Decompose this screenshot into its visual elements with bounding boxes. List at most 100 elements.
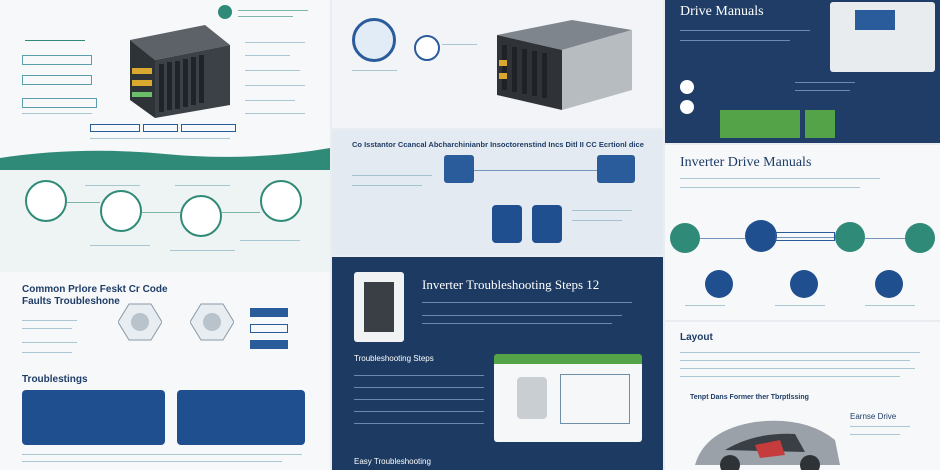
- panel-drive-manuals: Drive Manuals: [665, 0, 940, 143]
- text-line: [245, 100, 295, 101]
- module-box: [532, 205, 562, 243]
- text-line: [680, 178, 880, 179]
- fault-tag: [250, 340, 288, 349]
- label-chip: [143, 124, 178, 132]
- flow-node: [835, 222, 865, 252]
- text-line: [354, 423, 484, 424]
- label-chip: [181, 124, 236, 132]
- header-line: [238, 16, 293, 17]
- text-line: [572, 210, 632, 211]
- panel-mid-top: [332, 0, 663, 128]
- text-line: [85, 185, 140, 186]
- text-line: [245, 42, 305, 43]
- text-line: [680, 40, 790, 41]
- panel-layout: Layout Tenpt Dans Former ther Tbrptlssin…: [665, 322, 940, 470]
- text-line: [680, 30, 810, 31]
- flow-node: [790, 270, 818, 298]
- green-tile: [720, 110, 800, 138]
- common-faults-subtitle: Faults Troubleshone: [22, 296, 120, 307]
- callout-box: [22, 75, 92, 85]
- text-line: [22, 342, 77, 343]
- text-line: [422, 302, 632, 303]
- text-line: [245, 113, 305, 114]
- header-icon: [218, 5, 232, 19]
- common-current-title: Co Isstantor Ccancal Abcharchinianbr Ins…: [352, 140, 644, 149]
- text-line: [354, 387, 484, 388]
- fault-tag: [250, 308, 288, 317]
- text-line: [795, 82, 855, 83]
- panel-teal-band: [0, 140, 330, 275]
- text-line: [422, 323, 612, 324]
- text-line: [170, 250, 235, 251]
- step-dot: [680, 100, 694, 114]
- text-line: [850, 426, 910, 427]
- info-circle: [414, 35, 440, 61]
- connector-line: [474, 170, 599, 171]
- fault-hex-icon: [190, 303, 234, 341]
- text-line: [352, 70, 397, 71]
- wave-shape: [0, 140, 330, 158]
- step-dot: [680, 80, 694, 94]
- connector-line: [142, 212, 180, 213]
- inverter-thumb-dark: [364, 282, 394, 332]
- label-chip: [90, 124, 140, 132]
- text-line: [240, 240, 300, 241]
- text-line: [22, 352, 72, 353]
- troubleshooting-title: Inverter Troubleshooting Steps 12: [422, 277, 600, 292]
- component-circle: [180, 195, 222, 237]
- text-line: [680, 187, 860, 188]
- flow-node: [905, 223, 935, 253]
- callout-box: [22, 55, 92, 65]
- fault-tag: [250, 324, 288, 333]
- connector-box: [597, 155, 635, 183]
- inverter-device-image: [130, 25, 230, 118]
- text-line: [572, 220, 622, 221]
- text-line: [175, 185, 230, 186]
- info-circle: [352, 18, 396, 62]
- drive-car-title: Tenpt Dans Former ther Tbrptlssing: [690, 394, 809, 401]
- text-line: [22, 454, 302, 455]
- text-line: [680, 352, 920, 353]
- text-line: [680, 360, 910, 361]
- flow-node: [875, 270, 903, 298]
- text-line: [245, 55, 290, 56]
- text-line: [90, 245, 150, 246]
- text-line: [775, 305, 825, 306]
- text-line: [442, 44, 477, 45]
- drive-device-screen: [855, 10, 895, 30]
- connector-line: [700, 238, 745, 239]
- text-line: [22, 328, 72, 329]
- panel-top-left: [0, 0, 330, 160]
- text-line: [795, 90, 850, 91]
- cabinet-device-image: [497, 20, 632, 110]
- troublestings-title: Troublestings: [22, 374, 88, 385]
- text-line: [354, 375, 484, 376]
- text-line: [352, 175, 432, 176]
- component-circle: [25, 180, 67, 222]
- troubleshooting-steps-sub: Troubleshooting Steps: [354, 354, 434, 363]
- component-circle: [100, 190, 142, 232]
- text-line: [354, 411, 484, 412]
- text-line: [685, 305, 725, 306]
- panel-mid-blue: Co Isstantor Ccancal Abcharchinianbr Ins…: [332, 130, 663, 255]
- callout-box: [22, 98, 97, 108]
- drive-manuals-title: Drive Manuals: [680, 4, 764, 19]
- panel-common-faults: Common Prlore Feskt Cr Code Faults Troub…: [0, 272, 330, 470]
- module-box: [492, 205, 522, 243]
- text-line: [245, 70, 300, 71]
- text-line: [680, 376, 900, 377]
- text-line: [352, 185, 422, 186]
- inverter-drive-manuals-title: Inverter Drive Manuals: [680, 155, 812, 170]
- text-line: [22, 113, 92, 114]
- flow-node: [670, 223, 700, 253]
- troubleshooting-card-diagram: [560, 374, 630, 424]
- fault-hex-icon: [118, 303, 162, 341]
- flow-node: [745, 220, 777, 252]
- text-line: [354, 399, 484, 400]
- troubleshooting-card-device: [517, 377, 547, 419]
- header-line: [238, 10, 308, 11]
- connector-line: [222, 212, 260, 213]
- green-tile: [805, 110, 835, 138]
- connector-line: [777, 237, 835, 238]
- connector-line: [865, 238, 905, 239]
